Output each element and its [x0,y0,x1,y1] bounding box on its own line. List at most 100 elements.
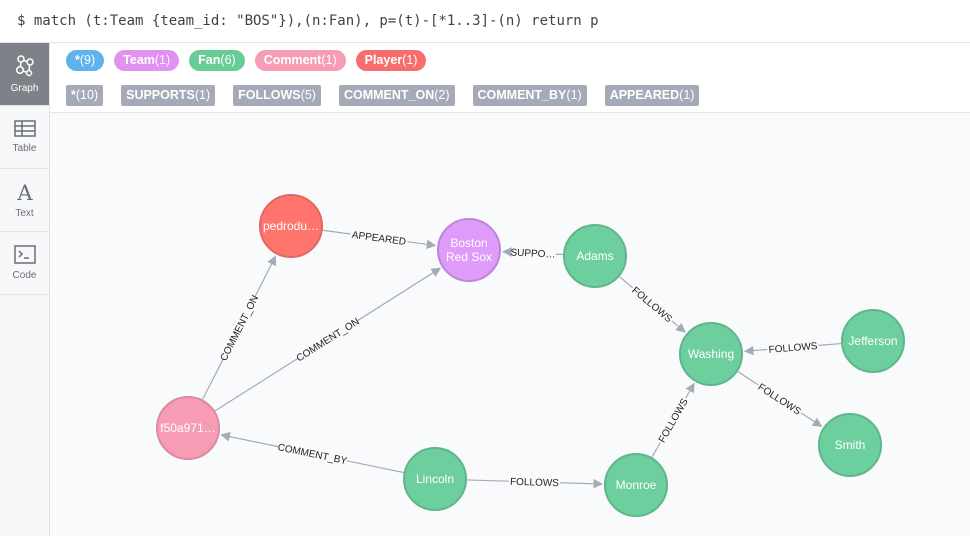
relationship-line[interactable] [202,358,224,400]
node-caption: Jefferson [848,334,897,348]
relationship-line[interactable] [560,478,603,489]
code-view-label: Code [12,270,37,281]
node-jefferson[interactable]: Jefferson [841,309,905,373]
rel-tag-name: COMMENT_ON [343,87,435,102]
label-pill-count: (6) [220,53,236,67]
table-view-label: Table [12,143,37,154]
node-caption: Smith [835,438,866,452]
node-washing[interactable]: Washing [679,322,743,386]
label-pill-name: * [75,53,80,67]
node-circle[interactable] [841,309,905,373]
relationship-follows-lincoln-monroe[interactable]: FOLLOWS [466,477,603,489]
label-pill-count: (1) [154,53,171,67]
rel-tag-name: SUPPORTS [126,87,195,102]
view-mode-sidebar: Graph Table A Text Code [0,43,50,536]
rel-tag-all[interactable]: *(10) [66,84,104,106]
relationship-line[interactable] [685,382,695,399]
node-circle[interactable] [156,396,220,460]
relationship-line[interactable] [356,267,442,322]
rel-tag-count: (1) [566,87,582,102]
node-caption: Washing [688,347,734,361]
relationship-type-label: FOLLOWS [510,477,560,489]
label-pill-name: Fan [198,53,221,67]
relationship-type-label: SUPPO… [510,247,555,260]
code-icon [13,245,36,265]
graph-view-button[interactable]: Graph [0,43,49,106]
node-caption: Red Sox [446,250,492,264]
rel-tag-comment-by[interactable]: COMMENT_BY(1) [472,84,587,106]
rel-tag-count: (1) [194,87,211,102]
text-icon: A [14,181,36,203]
node-circle[interactable] [259,194,323,258]
rel-tag-name: * [71,87,76,102]
code-view-button[interactable]: Code [0,232,49,295]
rel-tag-appeared[interactable]: APPEARED(1) [604,84,700,106]
rel-tag-name: FOLLOWS [238,87,301,102]
relationship-suppo-adams-team[interactable]: SUPPO… [502,247,564,261]
node-caption: f50a971… [160,421,215,435]
label-pill-name: Team [123,53,155,67]
query-bar[interactable]: $ match (t:Team {team_id: "BOS"}),(n:Fan… [0,0,970,43]
graph-view-icon [14,54,36,78]
rel-tag-count: (1) [679,87,695,102]
label-pill-count: (9) [79,53,96,67]
rel-tag-count: (2) [434,87,450,102]
node-comment[interactable]: f50a971… [156,396,220,460]
relationship-line[interactable] [346,460,404,474]
node-circle[interactable] [604,453,668,517]
node-caption: pedrodu… [263,219,319,233]
label-pill-comment[interactable]: Comment(1) [254,50,346,71]
label-pill-fan[interactable]: Fan(6) [189,50,245,71]
label-pill-team[interactable]: Team(1) [114,50,180,71]
node-smith[interactable]: Smith [818,413,882,477]
relationship-line[interactable] [619,276,633,289]
relationship-type-bar: *(10) SUPPORTS(1) FOLLOWS(5) COMMENT_ON(… [50,78,970,113]
node-caption: Lincoln [416,472,454,486]
node-label-bar: *(9) Team(1) Fan(6) Comment(1) Player(1) [50,43,970,78]
node-circle[interactable] [403,447,467,511]
text-view-button[interactable]: A Text [0,169,49,232]
relationship-line[interactable] [737,371,759,386]
relationship-line[interactable] [322,229,351,235]
label-pill-all[interactable]: *(9) [66,50,105,71]
node-caption: Monroe [616,478,657,492]
table-icon [13,120,36,138]
relationship-line[interactable] [254,255,277,297]
node-circle[interactable] [818,413,882,477]
rel-tag-name: COMMENT_BY [477,87,567,102]
node-caption: Adams [576,249,613,263]
rel-tag-count: (10) [75,87,99,102]
relationship-line[interactable] [651,442,661,458]
rel-tag-count: (5) [300,87,316,102]
label-pill-player[interactable]: Player(1) [355,50,427,71]
node-circle[interactable] [563,224,627,288]
relationship-line[interactable] [220,431,279,448]
label-pill-count: (1) [321,53,337,67]
query-text[interactable]: $ match (t:Team {team_id: "BOS"}),(n:Fan… [17,13,599,29]
node-adams[interactable]: Adams [563,224,627,288]
relationship-follows-jefferson-washing[interactable]: FOLLOWS [743,341,842,356]
rel-tag-supports[interactable]: SUPPORTS(1) [121,84,216,106]
label-pill-count: (1) [402,53,418,67]
label-pill-name: Player [364,53,403,67]
node-lincoln[interactable]: Lincoln [403,447,467,511]
relationship-line[interactable] [214,357,299,412]
rel-tag-name: APPEARED [609,87,680,102]
relationship-line[interactable] [407,239,437,250]
graph-view-label: Graph [10,83,39,94]
relationship-line[interactable] [743,345,768,356]
rel-tag-follows[interactable]: FOLLOWS(5) [233,84,321,106]
svg-text:A: A [16,181,33,203]
rel-tag-comment-on[interactable]: COMMENT_ON(2) [338,84,455,106]
node-monroe[interactable]: Monroe [604,453,668,517]
relationship-line[interactable] [466,479,509,482]
relationship-line[interactable] [800,412,823,427]
label-pill-name: Comment [263,53,322,67]
relationship-line[interactable] [818,342,842,346]
node-player[interactable]: pedrodu… [259,194,323,258]
node-circle[interactable] [437,218,501,282]
node-circle[interactable] [679,322,743,386]
relationship-line[interactable] [671,320,686,333]
table-view-button[interactable]: Table [0,106,49,169]
